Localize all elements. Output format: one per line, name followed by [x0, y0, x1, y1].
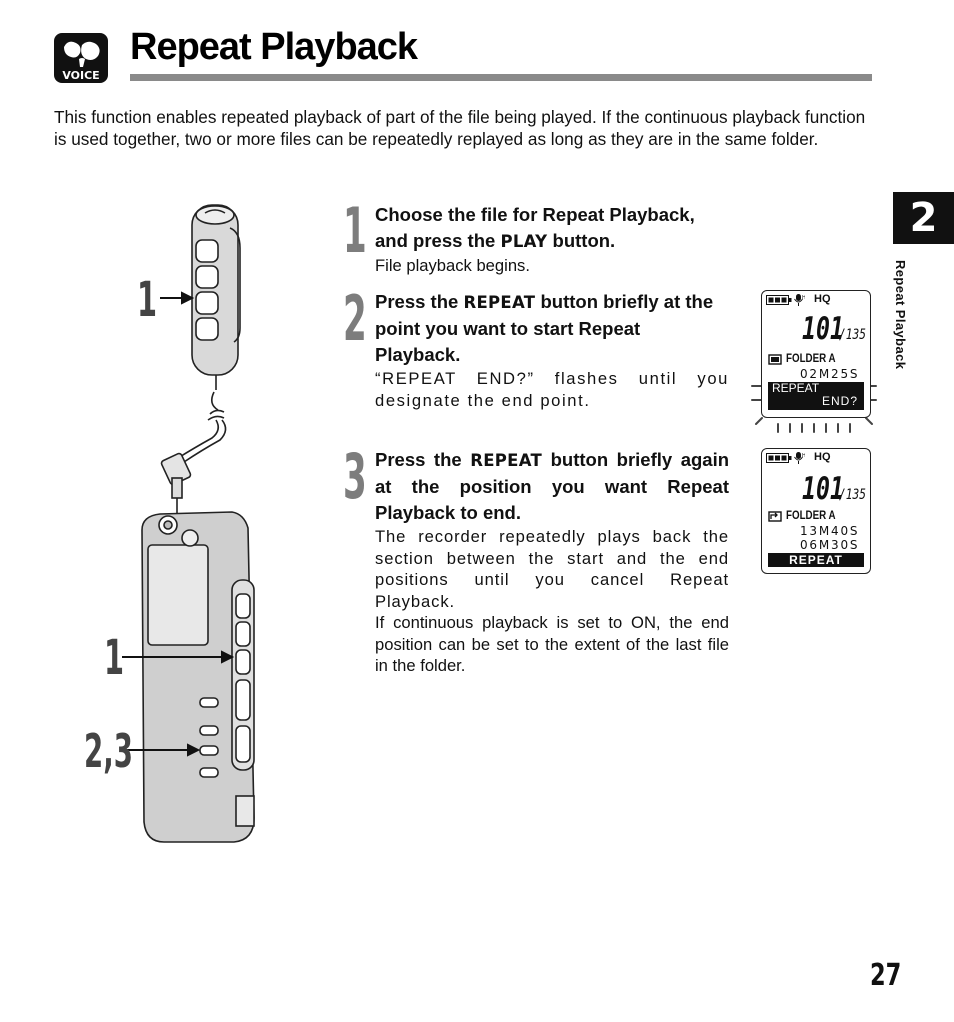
- battery-icon: [766, 295, 792, 305]
- lcd-display-repeat-active: H HQ 101 /135 FOLDER A 13M40S 06M30S REP…: [761, 448, 871, 574]
- step-3: Press the REPEAT button briefly again at…: [375, 447, 729, 677]
- repeat-status: REPEAT: [768, 553, 864, 567]
- file-number: 101: [802, 471, 844, 507]
- recorder-illustration: [122, 204, 255, 843]
- recording-mode: HQ: [814, 293, 831, 305]
- folder-name: FOLDER A: [786, 510, 836, 522]
- chapter-tab: 2: [893, 192, 954, 244]
- file-number: 101: [802, 311, 844, 347]
- file-total: /135: [839, 487, 866, 503]
- recorder-body: [141, 511, 255, 843]
- microphone-icon: H: [794, 294, 805, 306]
- end-time: 06M30S: [800, 538, 860, 552]
- step-number-1: 1: [343, 194, 367, 267]
- step-1-heading: Choose the file for Repeat Playback, and…: [375, 204, 695, 251]
- side-label: Repeat Playback: [893, 260, 908, 370]
- lcd-display-repeat-start: H HQ 101 /135 FOLDER A 02M25S REPEAT END…: [761, 290, 871, 418]
- step-number-3: 3: [343, 440, 367, 513]
- voice-logo: VOICE: [54, 33, 108, 83]
- elapsed-time: 02M25S: [800, 367, 860, 381]
- remote-control: [191, 204, 241, 411]
- battery-icon: [766, 453, 792, 463]
- step-number-2: 2: [343, 282, 367, 355]
- step-3-body-2: If continuous playback is set to ON, the…: [375, 613, 729, 675]
- repeat-status: REPEAT END?: [768, 382, 864, 410]
- page-number: 27: [870, 958, 902, 993]
- microphone-icon: H: [794, 452, 805, 464]
- svg-text:H: H: [802, 453, 805, 459]
- callout-repeat-steps: 2,3: [84, 724, 133, 778]
- start-time: 13M40S: [800, 524, 860, 538]
- svg-text:H: H: [802, 295, 805, 301]
- title-rule: [130, 74, 872, 81]
- folder-name: FOLDER A: [786, 353, 836, 365]
- step-2-heading: Press the REPEAT button briefly at the p…: [375, 291, 714, 365]
- intro-paragraph: This function enables repeated playback …: [54, 107, 866, 149]
- step-2: Press the REPEAT button briefly at the p…: [375, 289, 729, 411]
- callout-remote-step: 1: [137, 272, 158, 328]
- svg-text:VOICE: VOICE: [62, 69, 99, 82]
- recording-mode: HQ: [814, 451, 831, 463]
- folder-repeat-icon: [768, 511, 782, 522]
- step-1: Choose the file for Repeat Playback, and…: [375, 202, 729, 277]
- folder-icon: [768, 354, 782, 365]
- cord: [160, 409, 227, 520]
- callout-arrows: [122, 291, 235, 757]
- step-1-body: File playback begins.: [375, 256, 530, 275]
- file-total: /135: [839, 327, 866, 343]
- callout-play-step: 1: [104, 630, 125, 686]
- step-3-heading: Press the REPEAT button briefly again at…: [375, 449, 730, 523]
- page-title: Repeat Playback: [130, 26, 418, 68]
- step-3-body-1: The recorder repeatedly plays back the s…: [375, 527, 729, 611]
- step-2-body: “REPEAT END?” flashes until you designat…: [375, 369, 729, 410]
